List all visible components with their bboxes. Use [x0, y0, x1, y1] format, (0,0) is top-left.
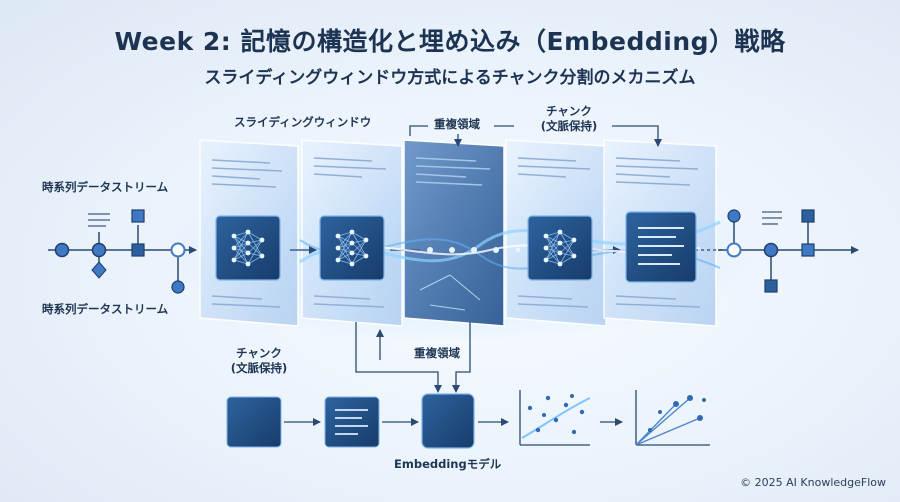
stream-top-label: 時系列データストリーム	[42, 180, 169, 194]
stream-square-node	[131, 243, 145, 257]
right-stream-nodes	[726, 209, 815, 293]
neural-network-icon	[215, 215, 281, 281]
panel-tiles	[215, 211, 697, 283]
neural-network-icon	[226, 396, 282, 448]
stream-node	[170, 242, 186, 258]
chunk-bottom-label: チャンク (文脈保持)	[216, 346, 302, 376]
chunk-top-label: チャンク (文脈保持)	[526, 104, 612, 134]
overlap-top-label: 重複領域	[434, 117, 480, 131]
wave-dots	[427, 247, 521, 253]
neural-network-icon	[231, 229, 265, 267]
embedding-model-icon	[421, 393, 475, 449]
bottom-routing	[355, 322, 471, 393]
overlap-bottom-label: 重複領域	[414, 346, 460, 360]
chunk-top-line1: チャンク	[546, 104, 592, 118]
scatter-plot-icon	[519, 390, 591, 446]
stream-square-node	[764, 279, 778, 293]
embedding-model-label: Embeddingモデル	[394, 457, 502, 471]
neural-network-icon	[543, 229, 577, 267]
text-lines-icon	[762, 211, 782, 225]
neural-network-icon	[527, 215, 593, 281]
chunk-top-line2: (文脈保持)	[540, 119, 598, 133]
page-subtitle: スライディングウィンドウ方式によるチャンク分割のメカニズム	[204, 68, 696, 88]
chunk-bottom-line1: チャンク	[236, 346, 282, 360]
stream-node	[54, 242, 70, 258]
neural-network-icon	[319, 215, 385, 281]
neural-network-icon	[335, 229, 369, 267]
stream-node	[91, 242, 107, 258]
stream-node	[727, 209, 741, 223]
stream-diamond-node	[91, 261, 107, 279]
sliding-window-label: スライディングウィンドウ	[234, 115, 372, 129]
left-stream-nodes	[54, 209, 186, 294]
vector-plot-icon	[635, 390, 710, 446]
stream-node	[171, 280, 185, 294]
bottom-pipeline	[226, 390, 710, 449]
copyright: © 2025 AI KnowledgeFlow	[740, 476, 886, 489]
top-annotations	[409, 125, 662, 147]
stream-node	[726, 242, 742, 258]
stream-square-node	[801, 209, 815, 223]
chunk-bottom-line2: (文脈保持)	[230, 361, 288, 375]
text-lines-icon	[88, 213, 110, 227]
text-lines-icon	[324, 396, 380, 448]
stream-square-node	[801, 243, 815, 257]
stream-node	[763, 242, 779, 258]
page-title: Week 2: 記憶の構造化と埋め込み（Embedding）戦略	[114, 27, 786, 56]
panel-3-overlap	[403, 139, 505, 327]
stream-square-node	[131, 209, 145, 223]
stream-bottom-label: 時系列データストリーム	[42, 302, 169, 316]
